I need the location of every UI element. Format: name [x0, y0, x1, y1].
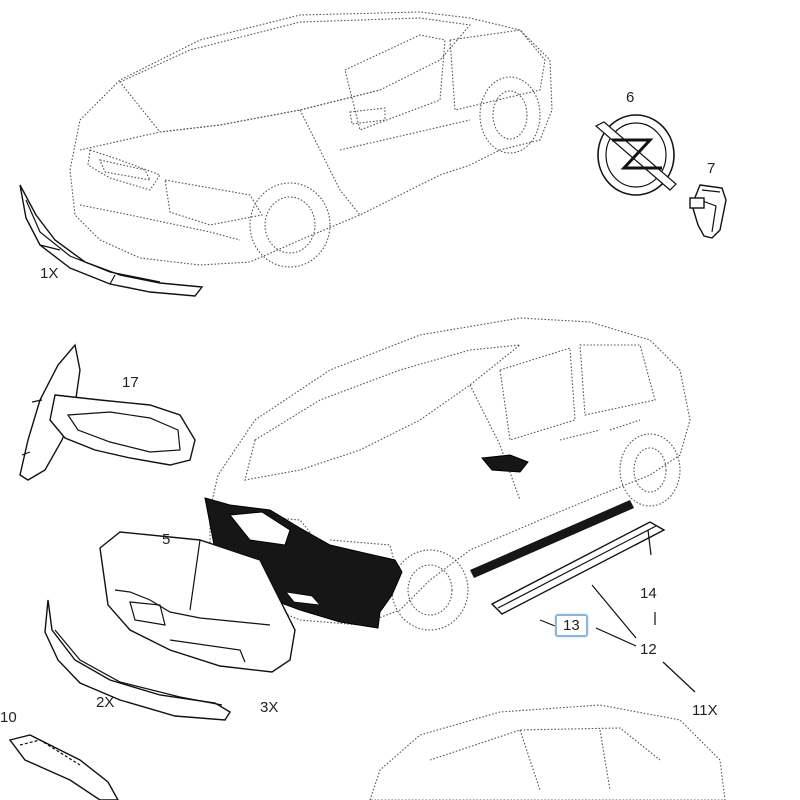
callout-2x[interactable]: 2X	[96, 694, 115, 711]
callout-17[interactable]: 17	[122, 374, 139, 391]
part-3x-front-bumper[interactable]	[99, 531, 296, 673]
side-sill-strip-highlight	[470, 500, 634, 578]
leader-lines	[539, 529, 696, 693]
highlighted-front-bumper	[204, 497, 403, 629]
part-12-sill-moulding[interactable]	[490, 521, 666, 615]
part-7-clip[interactable]	[689, 184, 727, 239]
part-1x-front-spoiler[interactable]	[19, 184, 204, 297]
part-10-badge[interactable]	[8, 734, 119, 800]
callout-14[interactable]: 14	[640, 585, 657, 602]
callout-13[interactable]: 13	[555, 614, 588, 637]
callout-1x[interactable]: 1X	[40, 265, 59, 282]
part-2x-bumper-lip[interactable]	[44, 599, 231, 721]
car-mirror-highlight	[481, 454, 529, 473]
callout-6[interactable]: 6	[626, 89, 635, 106]
callout-3x[interactable]: 3X	[260, 699, 279, 716]
part-17-side-mirror[interactable]	[19, 343, 196, 481]
callout-12[interactable]: 12	[640, 641, 657, 658]
callout-7[interactable]: 7	[707, 160, 716, 177]
callout-11x[interactable]: 11X	[692, 702, 718, 719]
car-top-illustration	[69, 11, 553, 268]
car-bottom-illustration	[369, 704, 726, 800]
callout-5[interactable]: 5	[162, 531, 171, 548]
callout-10[interactable]: 10	[0, 709, 17, 726]
part-6-opel-emblem[interactable]	[594, 114, 677, 196]
